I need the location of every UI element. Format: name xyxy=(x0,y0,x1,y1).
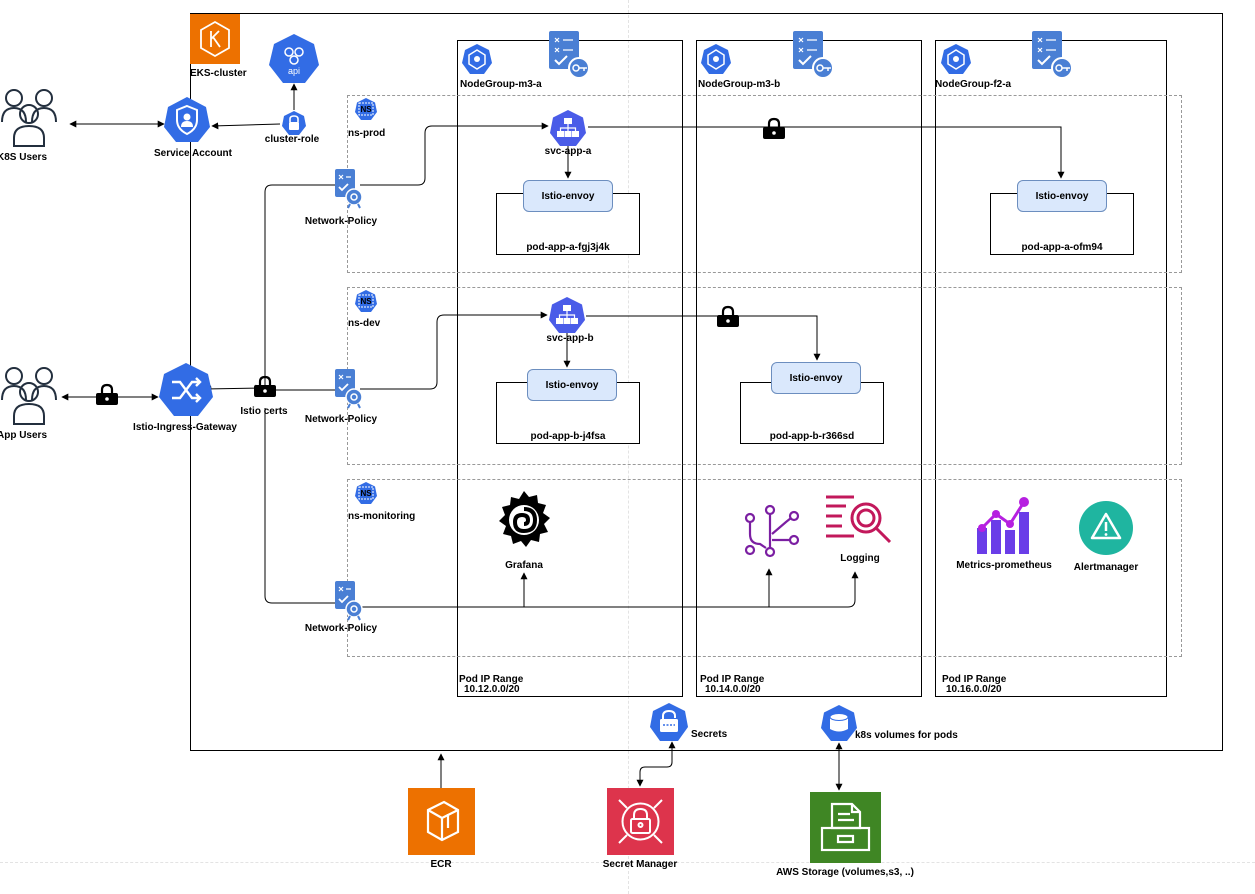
service-icon[interactable] xyxy=(549,109,587,147)
trunk-to-monitoring xyxy=(264,408,336,604)
lock-icon xyxy=(96,383,118,405)
pod-name-label: pod-app-b-j4fsa xyxy=(530,431,606,442)
pod-name-label: pod-app-a-fgj3j4k xyxy=(526,242,610,253)
lock-icon xyxy=(763,117,785,139)
pod-name-label: pod-app-a-ofm94 xyxy=(1021,242,1103,253)
ip-range-value: 10.14.0.0/20 xyxy=(705,684,761,695)
np-monitoring-bus xyxy=(360,571,859,608)
node-icon xyxy=(462,44,492,74)
ecr-icon[interactable] xyxy=(408,788,475,855)
alertmanager-label: Alertmanager xyxy=(1073,562,1139,573)
network-policy-label: Network-Policy xyxy=(304,216,378,227)
lock-icon xyxy=(254,375,276,397)
svc-a-to-remote-envoy xyxy=(588,126,1065,179)
network-policy-icon[interactable] xyxy=(334,368,364,409)
logging-label: Logging xyxy=(840,553,880,564)
secrets-label: Secrets xyxy=(691,729,728,740)
volumes-label: k8s volumes for pods xyxy=(855,730,958,741)
namespace-badge-text: NS xyxy=(360,105,372,114)
guide-line xyxy=(628,0,629,894)
k8s-users-label: K8S Users xyxy=(0,152,48,163)
tracing-icon[interactable] xyxy=(742,504,802,558)
namespace-label: ns-monitoring xyxy=(348,511,416,522)
namespace-icon: NS xyxy=(355,98,377,120)
node-icon xyxy=(941,44,971,74)
ingress-gateway-label: Istio-Ingress-Gateway xyxy=(133,422,237,433)
namespace-badge-text: NS xyxy=(360,489,372,498)
istio-envoy-sidecar[interactable]: Istio-envoy xyxy=(1017,180,1107,212)
istio-envoy-sidecar[interactable]: Istio-envoy xyxy=(527,369,617,401)
ingress-gateway-icon[interactable] xyxy=(158,362,214,418)
secret-icon[interactable] xyxy=(649,702,689,742)
network-policy-label: Network-Policy xyxy=(304,623,378,634)
network-policy-icon[interactable] xyxy=(334,168,364,209)
storage-icon[interactable] xyxy=(810,792,881,863)
trunk-to-prod xyxy=(264,184,336,388)
aws-storage-label: AWS Storage (volumes,s3, ..) xyxy=(776,867,914,878)
namespace-label: ns-prod xyxy=(348,128,386,139)
guide-line xyxy=(0,862,1255,863)
certificate-icon xyxy=(1032,31,1073,79)
namespace-badge-text: NS xyxy=(360,297,372,306)
service-icon[interactable] xyxy=(548,296,586,334)
secrets-to-secret-manager xyxy=(636,741,676,787)
namespace-monitoring-boundary xyxy=(347,479,1182,657)
users-icon xyxy=(1,89,57,147)
np-prod-to-svc-a xyxy=(360,122,549,186)
secret-manager-icon[interactable] xyxy=(607,788,674,855)
cluster-role-icon[interactable] xyxy=(281,110,307,136)
eks-icon xyxy=(190,14,240,64)
namespace-icon: NS xyxy=(355,290,377,312)
svc-b-to-remote-envoy xyxy=(586,315,821,361)
network-policy-label: Network-Policy xyxy=(304,414,378,425)
istio-certs-label: Istio certs xyxy=(240,406,288,417)
namespace-icon: NS xyxy=(355,482,377,504)
grafana-label: Grafana xyxy=(505,560,543,571)
cluster-role-to-service-account xyxy=(211,122,281,130)
istio-envoy-sidecar[interactable]: Istio-envoy xyxy=(523,180,613,212)
ip-range-value: 10.12.0.0/20 xyxy=(464,684,520,695)
service-account-label: Service Account xyxy=(154,148,232,159)
ip-range-title: Pod IP Range xyxy=(459,674,524,685)
nodegroup-name-label: NodeGroup-m3-b xyxy=(698,79,781,90)
certificate-icon xyxy=(549,31,590,79)
ecr-label: ECR xyxy=(430,859,452,870)
service-label: svc-app-a xyxy=(544,146,592,157)
certificate-icon xyxy=(793,31,834,79)
pod-name-label: pod-app-b-r366sd xyxy=(769,431,855,442)
gateway-to-certs xyxy=(204,384,263,393)
grafana-icon[interactable] xyxy=(493,487,555,553)
cluster-role-label: cluster-role xyxy=(264,134,320,145)
secret-manager-label: Secret Manager xyxy=(602,859,678,870)
alertmanager-icon[interactable] xyxy=(1078,500,1134,556)
ip-range-title: Pod IP Range xyxy=(942,674,1007,685)
metrics-label: Metrics-prometheus xyxy=(956,560,1052,571)
nodegroup-name-label: NodeGroup-f2-a xyxy=(935,79,1012,90)
namespace-label: ns-dev xyxy=(348,318,381,329)
ip-range-title: Pod IP Range xyxy=(700,674,765,685)
metrics-icon[interactable] xyxy=(973,494,1035,556)
users-icon xyxy=(1,367,57,425)
np-dev-to-svc-b xyxy=(360,311,548,390)
eks-cluster-label: EKS-cluster xyxy=(190,68,247,79)
istio-envoy-sidecar[interactable]: Istio-envoy xyxy=(771,362,861,394)
service-label: svc-app-b xyxy=(546,333,594,344)
logging-icon[interactable] xyxy=(824,494,896,546)
volume-icon[interactable] xyxy=(820,704,858,742)
api-text: api xyxy=(288,66,300,76)
service-account-icon[interactable] xyxy=(163,96,211,144)
nodegroup-name-label: NodeGroup-m3-a xyxy=(460,79,542,90)
api-icon[interactable]: api xyxy=(267,32,321,86)
ip-range-value: 10.16.0.0/20 xyxy=(946,684,1002,695)
node-icon xyxy=(701,44,731,74)
app-users-label: App Users xyxy=(0,430,48,441)
network-policy-icon[interactable] xyxy=(334,580,364,621)
lock-icon xyxy=(717,305,739,327)
